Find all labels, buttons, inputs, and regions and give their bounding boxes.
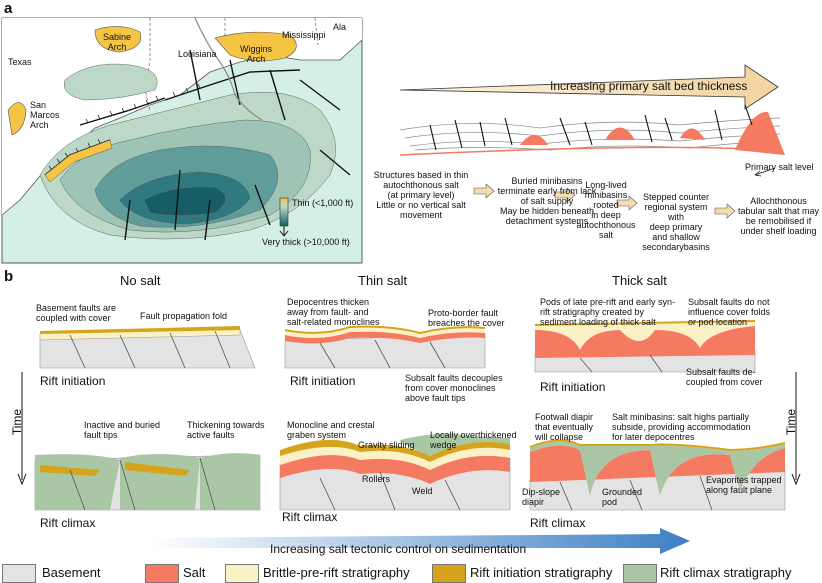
primary-salt-level-label: Primary salt level xyxy=(745,162,814,172)
annot-rollers: Rollers xyxy=(362,474,391,484)
legend-label-rift-climax: Rift climax stratigraphy xyxy=(660,565,792,580)
annot-subsalt-decoupled: Subsalt faults de- coupled from cover xyxy=(686,367,763,387)
tectonic-control-arrow xyxy=(150,528,690,554)
step-2-text: Buried minibasins terminate early from l… xyxy=(497,176,597,226)
salt-zone-north xyxy=(63,63,158,101)
legend-swatch-rift-climax xyxy=(623,564,657,583)
step-1-text: Structures based in thin autochthonous s… xyxy=(373,170,469,220)
thickness-scale-arrow xyxy=(279,226,289,237)
panel-label-a: a xyxy=(4,0,13,17)
legend-swatch-brittle xyxy=(225,564,259,583)
stage-label-initiation-1: Rift initiation xyxy=(40,374,106,388)
schematic-faults xyxy=(429,104,753,151)
section-thick-salt-initiation xyxy=(534,320,756,373)
annot-basement-faults: Basement faults are coupled with cover xyxy=(36,303,117,323)
fault-band xyxy=(44,139,113,183)
annot-gravity-sliding: Gravity sliding xyxy=(358,440,415,450)
thickness-scale-bar xyxy=(279,197,289,227)
section-thin-salt-climax xyxy=(279,433,511,511)
stage-label-climax-2: Rift climax xyxy=(282,510,338,524)
legend-label-basement: Basement xyxy=(42,565,101,580)
step-3-text: Long-lived minibasins rooted in deep aut… xyxy=(576,180,636,240)
map-label-ala: Ala xyxy=(333,22,347,32)
map-label-mississippi: Mississippi xyxy=(282,30,326,40)
salt-body-3 xyxy=(680,128,705,140)
salt-body-2 xyxy=(605,127,635,140)
time-label-left: Time xyxy=(10,408,25,436)
annot-pods: Pods of late pre-rift and early syn- rif… xyxy=(540,297,676,327)
column-header-no-salt: No salt xyxy=(120,273,161,288)
step-arrows xyxy=(473,183,736,219)
stage-label-climax-3: Rift climax xyxy=(530,516,586,530)
schematic-strata xyxy=(399,117,781,151)
annot-overthickened: Locally overthickened wedge xyxy=(430,430,517,450)
scale-label-thin: Thin (<1,000 ft) xyxy=(292,198,354,208)
state-border-alabama xyxy=(314,17,319,46)
salt-thickness-arrow xyxy=(399,64,779,110)
salt-body-1 xyxy=(520,135,548,145)
map-label-louisiana: Louisiana xyxy=(178,49,217,59)
step-4-text: Stepped counter regional system with dee… xyxy=(642,192,710,252)
legend-label-salt: Salt xyxy=(183,565,206,580)
section-thin-salt-initiation xyxy=(284,325,486,369)
map-label-texas: Texas xyxy=(8,57,32,67)
section-no-salt-climax xyxy=(34,453,261,511)
annot-thickening: Thickening towards active faults xyxy=(187,420,265,440)
section-thick-salt-climax xyxy=(529,439,786,511)
salt-zone-darkest xyxy=(144,187,226,216)
salt-body-4 xyxy=(735,111,785,155)
scale-label-thick: Very thick (>10,000 ft) xyxy=(262,237,350,247)
annot-depocentres: Depocentres thicken away from fault- and… xyxy=(287,297,380,327)
step-5-text: Allochthonous tabular salt that may be r… xyxy=(737,196,820,236)
map-fault-ticks xyxy=(48,83,201,171)
legend-swatch-salt xyxy=(145,564,179,583)
annot-subsalt-no-influence: Subsalt faults do not influence cover fo… xyxy=(688,297,771,327)
map-label-san-marcos-arch: San Marcos Arch xyxy=(30,100,60,130)
salt-level-pointer xyxy=(754,167,776,176)
annot-fault-propagation: Fault propagation fold xyxy=(140,311,228,321)
river xyxy=(194,17,263,121)
legend-label-brittle: Brittle-pre-rift stratigraphy xyxy=(263,565,410,580)
thickness-map xyxy=(1,17,363,264)
annot-dip-slope: Dip-slope diapir xyxy=(522,487,561,507)
section-no-salt-initiation xyxy=(39,326,256,369)
annot-proto-border: Proto-border fault breaches the cover xyxy=(428,308,505,328)
annot-monocline: Monocline and crestal graben system xyxy=(287,420,375,440)
annot-inactive-fault-tips: Inactive and buried fault tips xyxy=(84,420,161,440)
tectonic-control-label: Increasing salt tectonic control on sedi… xyxy=(270,542,527,556)
legend-swatch-basement xyxy=(2,564,36,583)
stage-label-climax-1: Rift climax xyxy=(40,516,96,530)
annot-weld: Weld xyxy=(412,486,433,496)
primary-salt-level-line xyxy=(399,146,781,156)
column-header-thick-salt: Thick salt xyxy=(612,273,667,288)
legend-label-rift-initiation: Rift initiation stratigraphy xyxy=(470,565,613,580)
map-label-sabine-arch: Sabine Arch xyxy=(103,32,132,52)
wiggins-arch xyxy=(214,31,297,62)
stage-label-initiation-2: Rift initiation xyxy=(290,374,356,388)
panel-label-b: b xyxy=(4,268,14,285)
time-label-right: Time xyxy=(784,408,799,436)
map-label-wiggins-arch: Wiggins Arch xyxy=(240,44,273,64)
legend-swatch-rift-initiation xyxy=(432,564,466,583)
stage-label-initiation-3: Rift initiation xyxy=(540,380,606,394)
primary-salt-schematic xyxy=(399,64,785,219)
sabine-arch xyxy=(94,26,142,53)
san-marcos-arch xyxy=(7,102,27,136)
annot-footwall-diapir: Footwall diapir that eventually will col… xyxy=(535,412,594,442)
annot-subsalt-decouples: Subsalt faults decouples from cover mono… xyxy=(405,373,503,403)
annot-minibasins: Salt minibasins: salt highs partially su… xyxy=(612,412,751,442)
salt-thickness-arrow-label: Increasing primary salt bed thickness xyxy=(550,79,748,93)
time-arrows xyxy=(17,372,801,486)
column-header-thin-salt: Thin salt xyxy=(358,273,408,288)
annot-evaporites: Evaporites trapped along fault plane xyxy=(706,475,782,495)
annot-grounded-pod: Grounded pod xyxy=(602,487,643,507)
